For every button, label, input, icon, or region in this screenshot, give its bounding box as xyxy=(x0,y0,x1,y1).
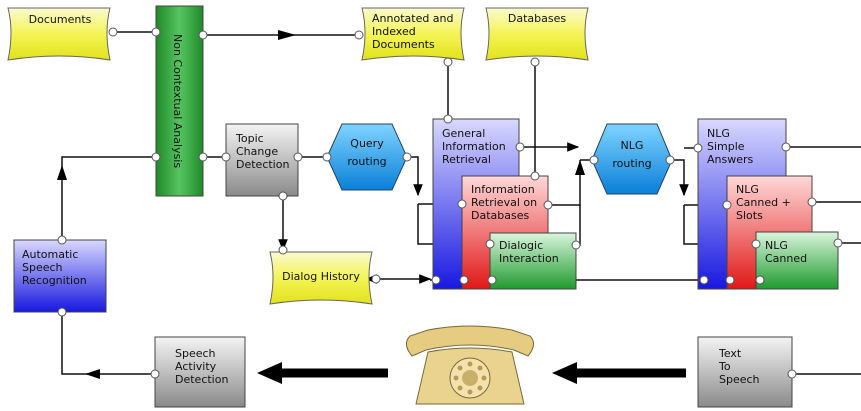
documents-label: Documents xyxy=(29,13,92,26)
annotated-label-1: Annotated and xyxy=(372,12,454,25)
annotated-label-3: Documents xyxy=(372,38,435,51)
databases-node: Databases xyxy=(485,7,589,61)
dialogic-label-1: Dialogic xyxy=(499,239,543,252)
nlg-slots-label-1: NLG xyxy=(736,183,759,196)
nlg-routing-label-2: routing xyxy=(612,157,651,170)
nlg-canned-label-1: NLG xyxy=(765,239,788,252)
dialogic-interaction-node: Dialogic Interaction xyxy=(489,232,577,290)
nlg-simple-label-3: Answers xyxy=(707,153,754,166)
nlg-simple-label-1: NLG xyxy=(707,127,730,140)
dialog-history-node: Dialog History xyxy=(269,251,373,305)
nlg-routing-node: NLG routing xyxy=(591,123,673,195)
tts-label-1: Text xyxy=(718,347,742,360)
tts-node: Text To Speech xyxy=(697,336,793,408)
nlg-slots-label-2: Canned + xyxy=(736,196,791,209)
nlg-canned-label-2: Canned xyxy=(765,252,807,265)
nlg-simple-label-2: Simple xyxy=(707,140,745,153)
nlg-slots-label-3: Slots xyxy=(736,209,763,222)
asr-label-3: Recognition xyxy=(22,274,87,287)
topic-label-1: Topic xyxy=(235,132,264,145)
info-db-label-1: Information xyxy=(471,183,535,196)
query-routing-label-1: Query xyxy=(350,137,384,150)
info-db-label-3: Databases xyxy=(471,209,529,222)
tts-label-3: Speech xyxy=(719,373,760,386)
asr-node: Automatic Speech Recognition xyxy=(13,239,107,313)
vad-node: Speech Activity Detection xyxy=(154,336,246,408)
nlg-canned-node: NLG Canned xyxy=(755,231,839,290)
databases-label: Databases xyxy=(508,12,566,25)
query-routing-node: Query routing xyxy=(326,123,408,191)
topic-change-node: Topic Change Detection xyxy=(225,123,299,197)
vad-label-1: Speech xyxy=(175,347,216,360)
general-label-2: Information xyxy=(442,140,506,153)
asr-label-2: Speech xyxy=(22,261,63,274)
asr-label-1: Automatic xyxy=(22,248,78,261)
non-contextual-label: Non Contextual Analysis xyxy=(171,34,184,168)
connector-dots xyxy=(57,27,843,379)
dialog-history-label: Dialog History xyxy=(282,270,360,283)
info-db-label-2: Retrieval on xyxy=(471,196,537,209)
documents-node: Documents xyxy=(7,7,111,61)
annotated-documents-node: Annotated and Indexed Documents xyxy=(361,7,465,61)
query-routing-label-2: routing xyxy=(347,155,386,168)
annotated-label-2: Indexed xyxy=(372,25,416,38)
nlg-routing-label-1: NLG xyxy=(621,139,644,152)
general-label-1: General xyxy=(442,127,485,140)
general-label-3: Retrieval xyxy=(442,153,491,166)
telephone-icon xyxy=(406,325,534,405)
dialogic-label-2: Interaction xyxy=(499,252,559,265)
vad-label-3: Detection xyxy=(175,373,228,386)
topic-label-3: Detection xyxy=(236,158,289,171)
topic-label-2: Change xyxy=(236,145,278,158)
non-contextual-analysis-node: Non Contextual Analysis xyxy=(155,5,204,197)
vad-label-2: Activity xyxy=(175,360,217,373)
tts-label-2: To xyxy=(718,360,731,373)
